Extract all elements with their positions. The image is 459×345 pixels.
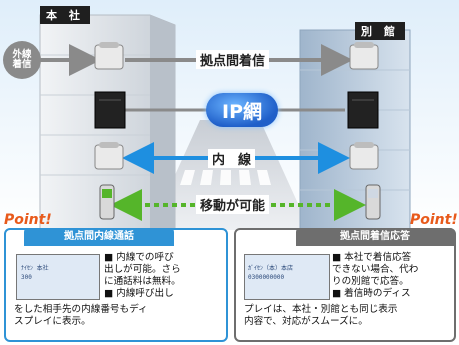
mobile-phone-left: [99, 184, 115, 220]
mobility-label: 移動が可能: [196, 195, 270, 214]
panel-text-right-1: ■ 本社で着信応答: [332, 252, 412, 263]
panel-text-right-5: プレイは、本社・別館とも同じ表示: [244, 304, 398, 315]
panel-text-left-4: ■ 内線呼び出し: [104, 288, 174, 299]
extension-label: 内 線: [208, 149, 256, 168]
desk-phone-annex-bottom: [349, 142, 379, 170]
panel-text-right-3: りの別館で応答。: [332, 276, 409, 287]
point-label-left: Point!: [4, 212, 52, 228]
display-line2-right: 0300000000: [248, 274, 285, 281]
ip-network-badge: IP網: [206, 93, 278, 127]
pbx-head-office: [94, 91, 126, 129]
inter-site-incoming-label: 拠点間着信: [196, 50, 270, 69]
panel-text-left-6: スプレイに表示。: [14, 316, 91, 327]
panel-inter-site-extension: 拠点間内線通話 ﾅｲｾﾝ 本社 300 ■ 内線での呼び 出しが可能。さら に通…: [4, 228, 228, 342]
annex-label: 別 館: [355, 22, 405, 40]
outside-line-badge-text: 外線 着信: [12, 49, 32, 70]
panel-inter-site-incoming: 拠点間着信応答 ｶﾞｲｾﾝ（本）本店 0300000000 ■ 本社で着信応答 …: [234, 228, 456, 342]
phone-display-right: ｶﾞｲｾﾝ（本）本店 0300000000: [244, 254, 330, 300]
pbx-annex: [347, 91, 379, 129]
panel-title-right: 拠点間着信応答: [296, 228, 454, 246]
panel-title-left: 拠点間内線通話: [24, 228, 174, 246]
desk-phone-annex-top: [349, 42, 379, 70]
phone-display-left: ﾅｲｾﾝ 本社 300: [16, 254, 100, 300]
panel-text-left-3: に通話料は無料。: [104, 276, 181, 287]
panel-text-right-4: ■ 着信時のディス: [332, 288, 411, 299]
panel-text-right-2: できない場合、代わ: [332, 264, 419, 275]
head-office-label: 本 社: [40, 6, 90, 24]
panel-text-left-2: 出しが可能。さら: [104, 264, 181, 275]
display-line1-left: ﾅｲｾﾝ 本社: [21, 265, 49, 272]
desk-phone-head-office-top: [94, 42, 124, 70]
panel-text-left-1: ■ 内線での呼び: [104, 252, 174, 263]
point-label-right: Point!: [410, 212, 458, 228]
desk-phone-head-office-bottom: [94, 142, 124, 170]
mobile-phone-right: [365, 184, 381, 220]
display-line1-right: ｶﾞｲｾﾝ（本）本店: [248, 265, 294, 272]
panel-text-left-5: をした相手先の内線番号もディ: [14, 304, 148, 315]
display-line2-left: 300: [21, 274, 32, 281]
panel-text-right-6: 内容で、対応がスムーズに。: [244, 316, 368, 327]
outside-line-badge: [3, 41, 41, 79]
